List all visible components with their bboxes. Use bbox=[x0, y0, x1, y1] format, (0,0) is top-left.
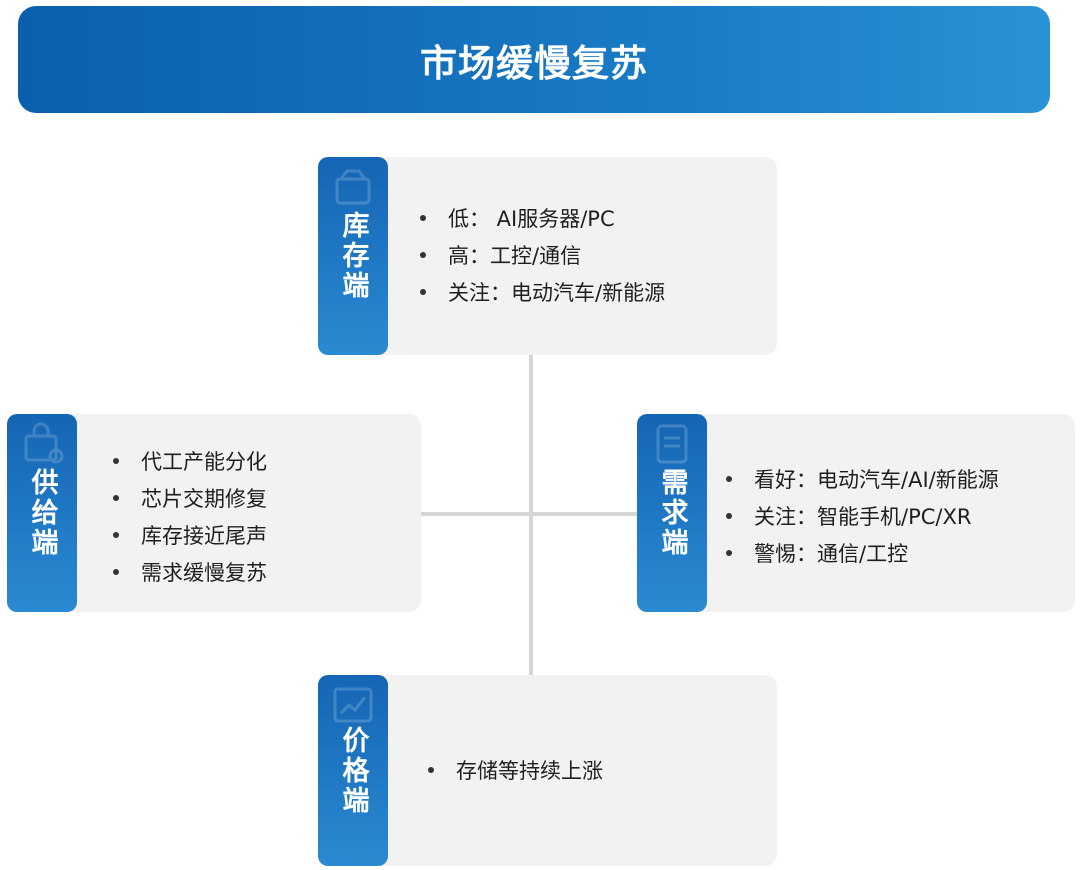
list-item: 关注：智能手机/PC/XR bbox=[726, 497, 999, 534]
inventory-card bbox=[318, 157, 777, 355]
box-icon bbox=[335, 169, 371, 205]
demand-card bbox=[637, 414, 1075, 612]
price-label: 价格端 bbox=[337, 725, 369, 816]
list-item: 关注：电动汽车/新能源 bbox=[420, 273, 665, 310]
supply-list: 代工产能分化 芯片交期修复 库存接近尾声 需求缓慢复苏 bbox=[113, 442, 267, 590]
demand-label: 需求端 bbox=[656, 468, 688, 558]
connector-horizontal bbox=[421, 512, 639, 516]
bullet-icon bbox=[726, 475, 732, 482]
list-item: 代工产能分化 bbox=[113, 442, 267, 479]
bullet-icon bbox=[420, 288, 426, 295]
price-tag: 价格端 bbox=[318, 675, 388, 866]
list-item: 警惕：通信/工控 bbox=[726, 534, 999, 571]
bullet-icon bbox=[113, 494, 119, 501]
list-item: 高：工控/通信 bbox=[420, 236, 665, 273]
price-card bbox=[318, 675, 777, 866]
demand-list: 看好：电动汽车/AI/新能源 关注：智能手机/PC/XR 警惕：通信/工控 bbox=[726, 460, 999, 571]
bag-icon bbox=[24, 422, 64, 464]
list-item: 低： AI服务器/PC bbox=[420, 199, 665, 236]
demand-tag: 需求端 bbox=[637, 414, 707, 612]
trend-chart-icon bbox=[333, 687, 373, 723]
supply-label: 供给端 bbox=[26, 468, 58, 558]
list-item: 看好：电动汽车/AI/新能源 bbox=[726, 460, 999, 497]
bullet-icon bbox=[726, 549, 732, 556]
bullet-icon bbox=[420, 214, 426, 221]
bullet-icon bbox=[113, 568, 119, 575]
inventory-label: 库存端 bbox=[337, 211, 369, 301]
list-item: 芯片交期修复 bbox=[113, 479, 267, 516]
title-banner: 市场缓慢复苏 bbox=[18, 6, 1050, 113]
bullet-icon bbox=[428, 766, 434, 773]
document-icon bbox=[656, 424, 688, 464]
list-item: 存储等持续上涨 bbox=[428, 751, 603, 788]
supply-tag: 供给端 bbox=[7, 414, 77, 612]
bullet-icon bbox=[113, 531, 119, 538]
list-item: 库存接近尾声 bbox=[113, 516, 267, 553]
list-item: 需求缓慢复苏 bbox=[113, 553, 267, 590]
diagram-title: 市场缓慢复苏 bbox=[420, 41, 648, 85]
inventory-tag: 库存端 bbox=[318, 157, 388, 355]
bullet-icon bbox=[726, 512, 732, 519]
bullet-icon bbox=[113, 457, 119, 464]
inventory-list: 低： AI服务器/PC 高：工控/通信 关注：电动汽车/新能源 bbox=[420, 199, 665, 310]
connector-vertical bbox=[529, 355, 533, 677]
bullet-icon bbox=[420, 251, 426, 258]
price-list: 存储等持续上涨 bbox=[428, 751, 603, 788]
